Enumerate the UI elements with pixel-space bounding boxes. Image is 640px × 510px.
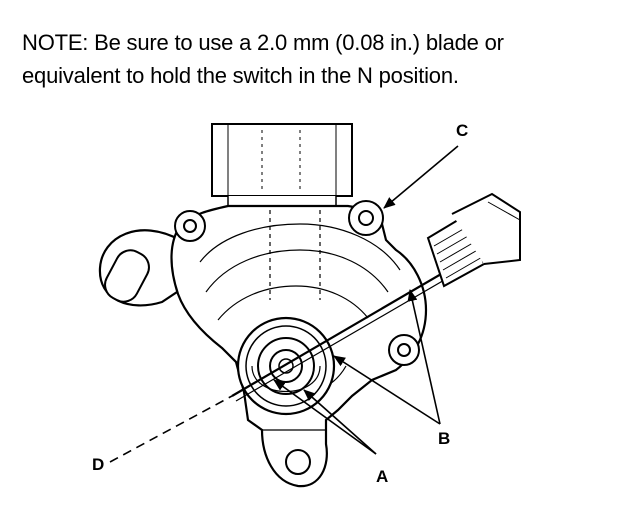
note-text: NOTE: Be sure to use a 2.0 mm (0.08 in.)… xyxy=(22,26,632,92)
callout-c: C xyxy=(456,121,468,140)
leader-lines xyxy=(109,145,459,463)
blade-tool xyxy=(231,192,521,402)
connector-block xyxy=(211,123,353,207)
note-line-1: NOTE: Be sure to use a 2.0 mm (0.08 in.)… xyxy=(22,30,504,55)
rotor-assembly xyxy=(236,316,336,416)
mounting-slot xyxy=(104,249,150,303)
bolt-bosses xyxy=(174,200,420,475)
callout-b: B xyxy=(438,429,450,448)
note-line-2: equivalent to hold the switch in the N p… xyxy=(22,63,459,88)
callout-a: A xyxy=(376,467,388,486)
callout-d: D xyxy=(92,455,104,474)
